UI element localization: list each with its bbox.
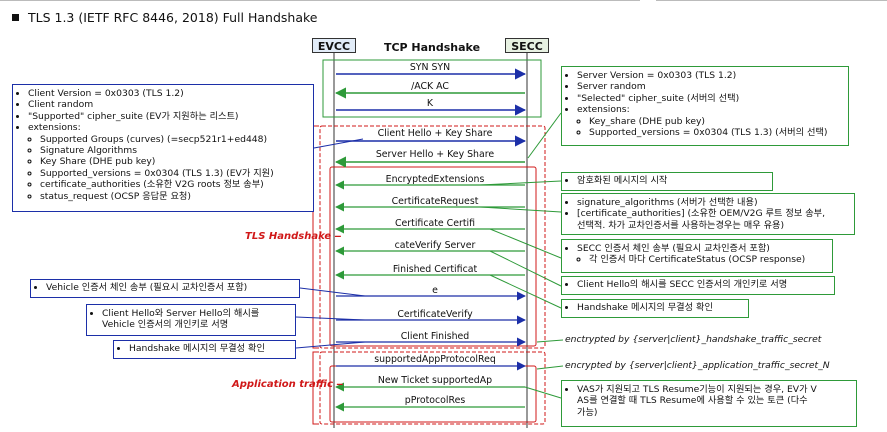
note-vehicle-finished-connector <box>295 341 366 349</box>
note-client-hello-signature: Client Hello의 해시를 SECC 인증서의 개인키로 서명 <box>561 276 835 295</box>
server-hello-item: Server random <box>577 81 844 92</box>
supported-app-protocol-req-label: supportedAppProtocolReq <box>374 354 496 365</box>
note-text-line: Client Hello와 Server Hello의 해시를 <box>102 308 260 319</box>
client-hello-connector <box>313 138 364 149</box>
server-finished-label: Finished Certificat <box>392 264 478 275</box>
note-text-line: 선택적. 차가 교차인증서를 사용하는경우는 매우 유용) <box>577 219 785 231</box>
note-text: 각 인증서 마다 CertificateStatus (OCSP respons… <box>589 254 828 265</box>
note-vehicle-cert-chain: Vehicle 인증서 체인 송부 (필요시 교차인증서 포함) <box>30 279 300 298</box>
note-text-line: [certificate_authorities] (소유한 OEM/V2G 루… <box>577 208 826 220</box>
note-resume-connector <box>524 386 562 399</box>
server-certificate-verify-label: cateVerify Server <box>394 240 476 251</box>
note-certificate-request: signature_algorithms (서버가 선택한 내용) [certi… <box>561 193 855 235</box>
server-hello-item: extensions: Key_share (DHE pub key) Supp… <box>577 104 844 138</box>
tcp-syn-label: SYN SYN <box>409 62 451 73</box>
secret-application-connector <box>536 365 564 370</box>
client-hello-item: Client random <box>28 99 309 110</box>
note-encrypted-connector <box>479 180 562 186</box>
tcp-handshake-frame <box>322 59 542 118</box>
note-finished-connector <box>489 274 562 309</box>
note-text: SECC 인증서 체인 송부 (필요시 교차인증서 포함) <box>577 243 828 254</box>
note-text-line: Vehicle 인증서의 개인키로 서명 <box>102 319 229 331</box>
handshake-secret-note: enctrypted by {server|client}_handshake_… <box>565 334 822 345</box>
client-hello-ext-item: Signature Algorithms <box>40 145 309 156</box>
server-hello-label: Server Hello + Key Share <box>375 149 495 160</box>
header-rule-right <box>656 0 887 1</box>
note-encrypted-start: 암호화된 메시지의 시작 <box>561 172 773 191</box>
client-hello-item: Client Version = 0x0303 (TLS 1.2) <box>28 88 309 99</box>
server-hello-connector <box>527 112 562 159</box>
application-secret-note: encrypted by {server|client}_application… <box>565 360 830 371</box>
tcp-handshake-title: TCP Handshake <box>383 41 481 54</box>
note-secc-cert-chain: SECC 인증서 체인 송부 (필요시 교차인증서 포함) 각 인증서 마다 C… <box>561 239 833 273</box>
tls-handshake-section-label: TLS Handshake ‒ <box>245 231 342 242</box>
note-sub-item: 각 인증서 마다 CertificateStatus (OCSP respons… <box>577 254 828 265</box>
note-certificate-connector <box>489 228 562 259</box>
note-text: VAS가 지원되고 TLS Resume기능이 지원되는 경우, EV가 VAS… <box>577 384 852 418</box>
secret-handshake-connector <box>536 339 564 343</box>
secc-lane-header: SECC <box>505 38 549 53</box>
client-certificate-verify-label: CertificateVerify <box>397 309 473 320</box>
server-hello-ext-item: Supported_versions = 0x0304 (TLS 1.3) (서… <box>589 127 844 138</box>
server-hello-item: Server Version = 0x0303 (TLS 1.2) <box>577 70 844 81</box>
tcp-synack-label: /ACK AC <box>411 81 449 92</box>
client-hello-ext-item: certificate_authorities (소유한 V2G roots 정… <box>40 179 309 190</box>
client-hello-item: "Supported" cipher_suite (EV가 지원하는 리스트) <box>28 111 309 122</box>
supported-app-protocol-res-label: pProtocolRes <box>404 395 466 406</box>
note-text: Handshake 메시지의 무결성 확인 <box>577 302 744 313</box>
server-hello-extensions-label: extensions: <box>577 104 630 116</box>
note-server-integrity: Handshake 메시지의 무결성 확인 <box>561 299 749 318</box>
note-vehicle-cert-connector <box>299 287 366 297</box>
app-traffic-section-text: Application traffic <box>232 379 334 390</box>
client-hello-ext-item: Key Share (DHE pub key) <box>40 156 309 167</box>
app-traffic-frame <box>319 351 546 425</box>
note-client-integrity: Handshake 메시지의 무결성 확인 <box>113 340 296 359</box>
tls-handshake-frame <box>319 125 546 349</box>
note-text: Vehicle 인증서 체인 송부 (필요시 교차인증서 포함) <box>46 282 295 293</box>
server-hello-item: "Selected" cipher_suite (서버의 선택) <box>577 93 844 104</box>
note-tls-resume: VAS가 지원되고 TLS Resume기능이 지원되는 경우, EV가 VAS… <box>561 380 857 427</box>
tls-encrypted-frame <box>329 166 537 347</box>
server-hello-ext-item: Key_share (DHE pub key) <box>589 116 844 127</box>
bullet-square-icon <box>12 14 19 21</box>
client-hello-label: Client Hello + Key Share <box>377 128 493 139</box>
diagram-title: TLS 1.3 (IETF RFC 8446, 2018) Full Hands… <box>12 10 317 25</box>
tcp-ack-label: K <box>426 98 434 109</box>
note-text: Handshake 메시지의 무결성 확인 <box>129 343 291 354</box>
note-text-line: AS를 연결할 때 TLS Resume에 사용할 수 있는 토큰 (다수 <box>577 395 808 407</box>
note-text: Client Hello의 해시를 SECC 인증서의 개인키로 서명 <box>577 279 830 290</box>
evcc-lane-header: EVCC <box>312 38 356 53</box>
note-cert-verify-connector <box>489 250 562 287</box>
note-vehicle-verify-connector <box>295 316 366 321</box>
header-rule-left <box>0 0 640 1</box>
client-finished-label: Client Finished <box>400 331 470 342</box>
note-text: 암호화된 메시지의 시작 <box>577 175 768 186</box>
note-cert-request-connector <box>479 206 562 213</box>
app-traffic-section-label: Application traffic ‒ <box>232 379 344 390</box>
tls-section-bracket <box>312 125 319 349</box>
note-text-line: VAS가 지원되고 TLS Resume기능이 지원되는 경우, EV가 V <box>577 384 817 395</box>
client-hello-details-box: Client Version = 0x0303 (TLS 1.2) Client… <box>12 84 314 212</box>
client-certificate-label: e <box>432 285 438 296</box>
client-hello-extensions-label: extensions: <box>28 122 81 134</box>
client-hello-ext-item: Supported Groups (curves) (=secp521r1+ed… <box>40 134 309 145</box>
note-text: [certificate_authorities] (소유한 OEM/V2G 루… <box>577 208 850 231</box>
diagram-title-text: TLS 1.3 (IETF RFC 8446, 2018) Full Hands… <box>28 10 318 25</box>
note-text-line: 가능) <box>577 406 598 418</box>
tls-handshake-section-text: TLS Handshake <box>245 231 332 242</box>
server-hello-details-box: Server Version = 0x0303 (TLS 1.2) Server… <box>561 66 849 146</box>
app-section-bracket <box>312 351 319 425</box>
note-text: signature_algorithms (서버가 선택한 내용) <box>577 197 850 208</box>
client-hello-item: extensions: Supported Groups (curves) (=… <box>28 122 309 202</box>
certificate-request-label: CertificateRequest <box>391 196 479 207</box>
client-hello-ext-item: Supported_versions = 0x0304 (TLS 1.3) (E… <box>40 168 309 179</box>
encrypted-extensions-label: EncryptedExtensions <box>385 174 485 185</box>
new-ticket-label: New Ticket supportedAp <box>377 375 493 386</box>
server-certificate-label: Certificate Certifi <box>394 218 476 229</box>
client-hello-ext-item: status_request (OCSP 응답문 요청) <box>40 191 309 202</box>
